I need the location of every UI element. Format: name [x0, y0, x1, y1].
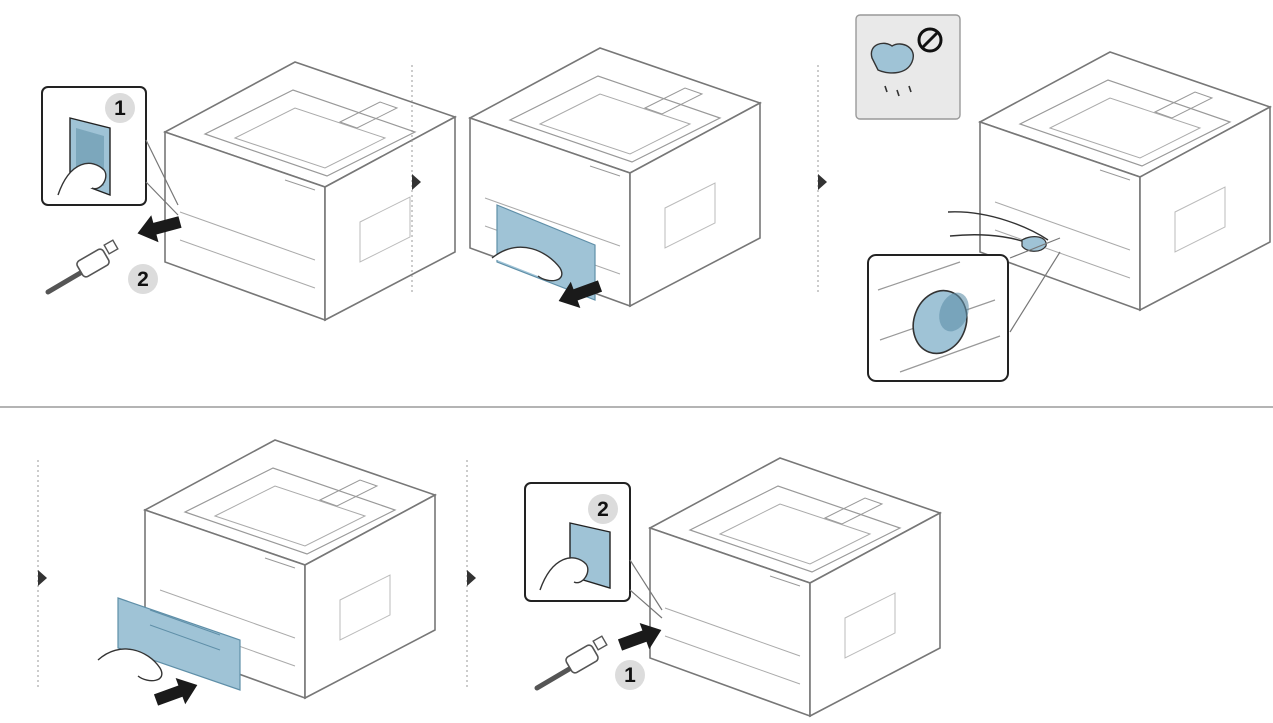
- step-1-unplug-panel: 1 2: [41, 61, 456, 321]
- step-5-replug-panel: 2 1: [524, 457, 941, 717]
- no-wet-cloth-warning: [855, 14, 961, 120]
- hand-icon: [491, 246, 563, 282]
- callout-badge: [105, 93, 135, 123]
- step-3-clean-roller-panel: [855, 14, 1271, 382]
- power-plug-icon: [48, 240, 118, 292]
- hand-icon: [947, 211, 1049, 241]
- printer-illustration: [979, 51, 1271, 311]
- printer-illustration: [649, 457, 941, 717]
- callout-zoom-box: 2: [524, 482, 663, 619]
- callout-badge: [588, 494, 618, 524]
- water-drops-icon: [884, 85, 912, 97]
- callout-badge: [128, 264, 158, 294]
- power-plug-icon: [537, 636, 607, 688]
- callout-number-2: 2: [597, 498, 609, 521]
- callout-zoom-box: 1: [41, 86, 179, 216]
- step-4-insert-tray-panel: [97, 439, 436, 714]
- prohibited-icon: [917, 27, 943, 53]
- callout-number-1: 1: [114, 97, 126, 120]
- roller-zoom-inset: [867, 237, 1061, 382]
- wet-cloth-icon: [870, 42, 914, 74]
- paper-tray-highlight: [117, 597, 241, 691]
- paper-tray-highlight: [496, 204, 596, 301]
- callout-number-1: 1: [624, 664, 636, 687]
- step-marker-icon: [818, 174, 827, 190]
- hand-icon: [97, 648, 163, 682]
- step-2-remove-tray-panel: [469, 47, 761, 315]
- callout-number-2: 2: [137, 268, 149, 291]
- step-marker-icon: [38, 570, 47, 586]
- callout-badge: [615, 660, 645, 690]
- step-marker-icon: [467, 570, 476, 586]
